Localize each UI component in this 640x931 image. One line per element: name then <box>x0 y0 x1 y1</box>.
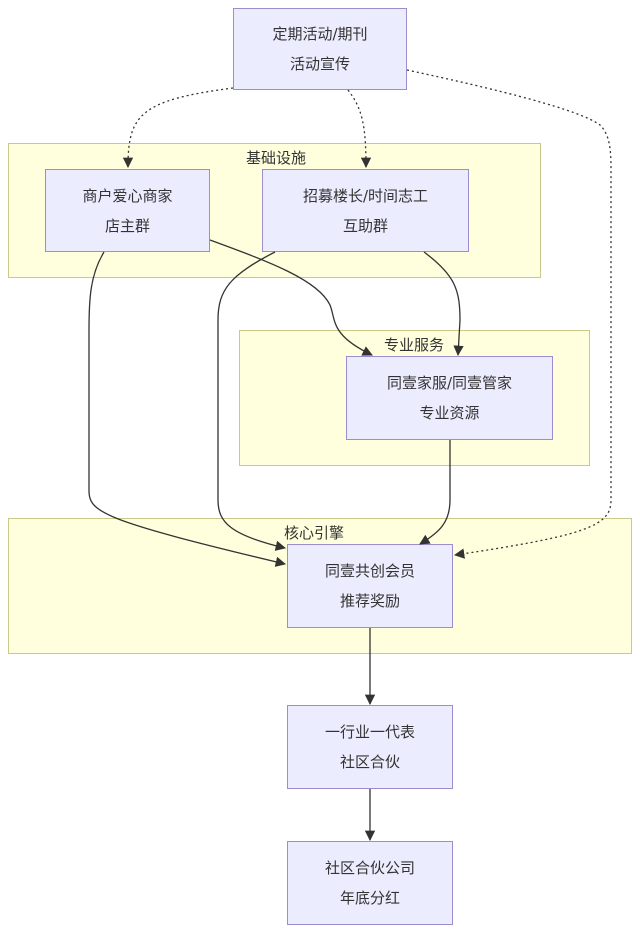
node-cocreation-member: 同壹共创会员 推荐奖励 <box>287 544 453 628</box>
node-professional-resources-line2: 专业资源 <box>419 404 480 422</box>
node-professional-resources-line1: 同壹家服/同壹管家 <box>386 374 513 392</box>
node-activity-promotion-line1: 定期活动/期刊 <box>272 25 368 43</box>
cluster-infrastructure-label: 基础设施 <box>245 149 307 167</box>
cluster-core-engine-label: 核心引擎 <box>283 524 345 542</box>
node-activity-promotion: 定期活动/期刊 活动宣传 <box>233 8 407 90</box>
node-community-partner-line2: 社区合伙 <box>339 753 400 771</box>
node-activity-promotion-line2: 活动宣传 <box>289 55 350 73</box>
node-professional-resources: 同壹家服/同壹管家 专业资源 <box>346 356 553 440</box>
node-volunteer-group-line1: 招募楼长/时间志工 <box>302 186 429 205</box>
node-cocreation-member-line1: 同壹共创会员 <box>324 562 415 580</box>
node-community-partner: 一行业一代表 社区合伙 <box>287 705 453 789</box>
node-cocreation-member-line2: 推荐奖励 <box>339 592 400 610</box>
cluster-professional-services-label: 专业服务 <box>383 336 445 354</box>
node-merchant-group-line1: 商户爱心商家 <box>82 186 173 205</box>
node-volunteer-group-line2: 互助群 <box>342 216 388 235</box>
node-partner-company-line2: 年底分红 <box>339 889 400 907</box>
node-partner-company: 社区合伙公司 年底分红 <box>287 841 453 925</box>
node-merchant-group-line2: 店主群 <box>104 216 150 235</box>
node-merchant-group: 商户爱心商家 店主群 <box>45 169 210 252</box>
node-community-partner-line1: 一行业一代表 <box>324 723 415 741</box>
node-volunteer-group: 招募楼长/时间志工 互助群 <box>262 169 469 252</box>
node-partner-company-line1: 社区合伙公司 <box>324 859 415 877</box>
